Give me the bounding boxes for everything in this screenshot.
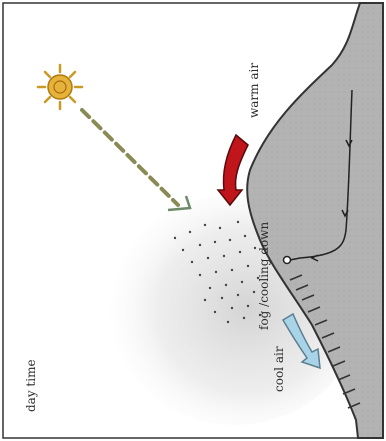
cool-air-label: cool air bbox=[272, 346, 286, 392]
warm-air-arrow-icon bbox=[218, 135, 248, 205]
day-time-label: day time bbox=[24, 359, 38, 412]
warm-air-label: warm air bbox=[247, 63, 261, 118]
fog-label: fog /cooling down bbox=[257, 222, 271, 330]
sun-ray bbox=[82, 110, 190, 210]
sun-icon bbox=[38, 65, 82, 109]
stream-source bbox=[284, 257, 291, 264]
